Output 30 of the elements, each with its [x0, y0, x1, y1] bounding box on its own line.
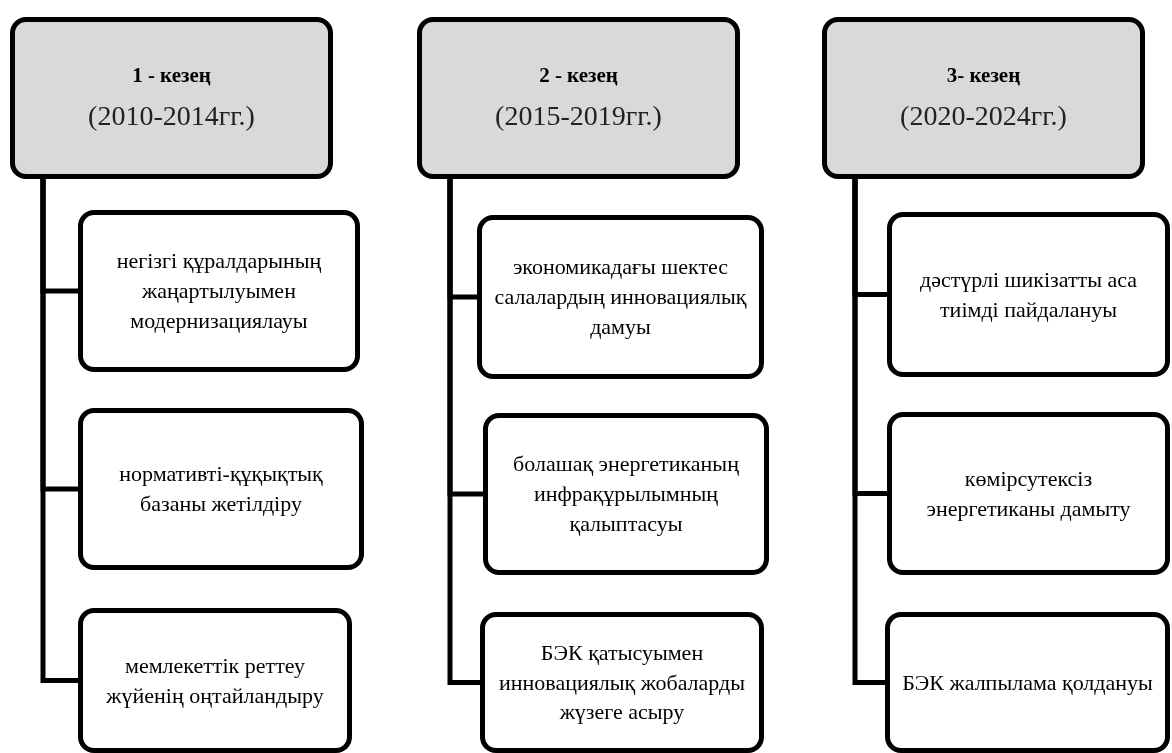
connector-line [40, 179, 78, 683]
period-text: (2015-2019гг.) [495, 99, 662, 134]
period-text: (2020-2024гг.) [900, 99, 1067, 134]
task-box [477, 215, 764, 379]
task-box [480, 612, 764, 753]
task-box [483, 413, 769, 575]
task-text: БЭК жалпылама қолдануы [902, 668, 1153, 697]
period-text: (2010-2014гг.) [88, 99, 255, 134]
stage-box [10, 17, 333, 179]
task-box [885, 612, 1170, 753]
task-box [887, 212, 1170, 377]
task-text: көмірсутексіз энергетиканы дамыту [925, 464, 1132, 523]
task-box [78, 608, 352, 753]
stage-box [822, 17, 1145, 179]
task-text: дәстүрлі шикізатты аса тиімді пайдалануы [918, 265, 1139, 324]
connector-line [852, 179, 885, 685]
task-text: мемлекеттік реттеу жүйенің оңтайландыру [105, 651, 325, 710]
stage-title: 3- кезең [946, 61, 1021, 89]
stage-title: 1 - кезең [132, 61, 211, 89]
task-box [887, 412, 1170, 575]
task-text: болашақ энергетиканың инфрақұрылымның қалыптасуы [512, 450, 740, 538]
stage-box [417, 17, 740, 179]
task-box [78, 408, 364, 570]
task-text: негізгі құралдарының жаңартылуымен модернизациялауы [115, 247, 323, 335]
stage-title: 2 - кезең [539, 61, 618, 89]
task-box [78, 210, 360, 372]
connector-line [447, 179, 480, 685]
task-text: экономикадағы шектес салалардың инновациялық дамуы [493, 253, 748, 341]
task-text: БЭК қатысуымен инновациялық жобаларды жүзеге асыру [498, 638, 746, 727]
task-text: нормативті-құқықтық базаны жетілдіру [118, 460, 324, 518]
